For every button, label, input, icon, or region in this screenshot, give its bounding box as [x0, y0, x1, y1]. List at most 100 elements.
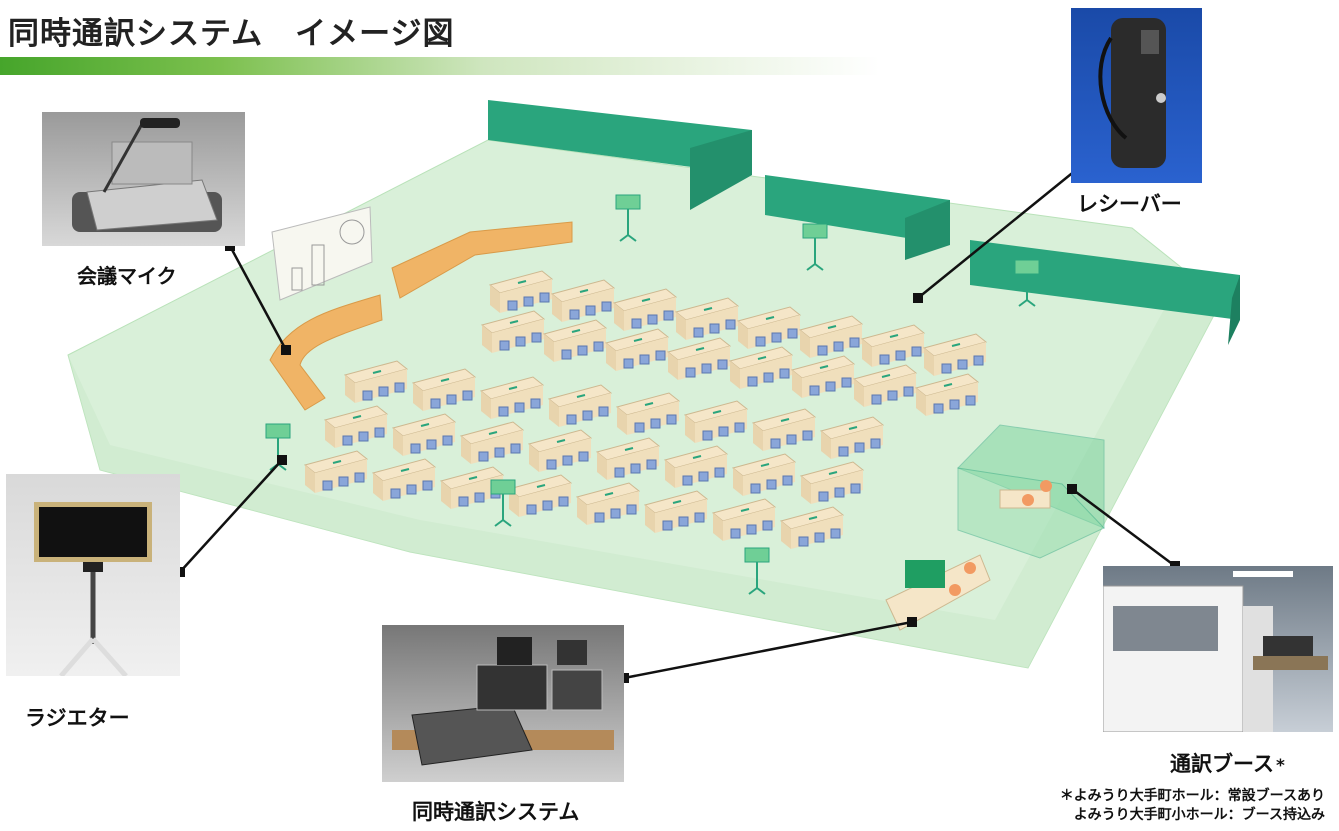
chair	[598, 406, 609, 417]
chair	[814, 532, 825, 543]
monitor-2	[557, 640, 587, 665]
audience-table-unit	[343, 360, 409, 403]
presentation-screen	[271, 206, 373, 301]
chair	[390, 488, 401, 499]
chair	[941, 363, 952, 374]
chair	[817, 345, 828, 356]
audience-table-unit	[612, 288, 678, 331]
table-side	[509, 489, 519, 517]
table-mic	[765, 316, 775, 320]
radiator-stand	[265, 423, 291, 471]
table-side	[730, 361, 740, 389]
audience-table-unit	[303, 450, 369, 493]
table-mic	[828, 471, 838, 475]
chair	[662, 520, 673, 531]
chair	[626, 504, 637, 515]
chair	[718, 426, 729, 437]
audience-table-unit	[459, 421, 525, 464]
radiator-panel-mini	[615, 194, 641, 210]
chair	[682, 475, 693, 486]
chair	[646, 459, 657, 470]
tripod-clamp	[83, 562, 103, 572]
chair	[702, 430, 713, 441]
table-side	[685, 415, 695, 443]
chair	[394, 382, 405, 393]
chair	[630, 463, 641, 474]
connector-node-booth-start	[1067, 484, 1077, 494]
audience-table-unit	[819, 416, 885, 459]
table-mic	[556, 439, 566, 443]
chair	[957, 359, 968, 370]
chair	[499, 340, 510, 351]
chair	[787, 328, 798, 339]
connector-system	[623, 620, 913, 680]
chair	[782, 475, 793, 486]
back-wall-middle	[765, 175, 950, 245]
tripod-leg-left	[59, 637, 95, 676]
audience-table-unit	[480, 310, 546, 353]
radiator-leg	[619, 234, 629, 242]
control-equipment	[905, 560, 945, 588]
radiator-panel-mini	[1014, 259, 1040, 275]
chair	[933, 403, 944, 414]
table-side	[854, 379, 864, 407]
chair	[378, 386, 389, 397]
audience-table-unit	[914, 373, 980, 416]
chair	[849, 337, 860, 348]
chair	[542, 500, 553, 511]
table-mic	[372, 370, 382, 374]
table-mic	[712, 410, 722, 414]
mic-grille	[111, 141, 193, 185]
table-side	[792, 370, 802, 398]
table-side	[738, 321, 748, 349]
audience-table-unit	[663, 445, 729, 488]
conference-microphone-photo	[42, 112, 245, 246]
chair	[750, 483, 761, 494]
operator-figure-1	[964, 562, 976, 574]
chair	[561, 349, 572, 360]
chair	[442, 435, 453, 446]
chair	[510, 443, 521, 454]
audience-table-unit	[507, 474, 573, 517]
interpreter-figure-1	[1040, 480, 1052, 492]
table-mic	[740, 508, 750, 512]
chair	[569, 309, 580, 320]
audience-table-unit	[779, 506, 845, 549]
table-mic	[695, 347, 705, 351]
chair	[342, 435, 353, 446]
chair	[717, 359, 728, 370]
booth-window	[1113, 606, 1218, 651]
table-mic	[760, 463, 770, 467]
back-wall-notch-2	[905, 200, 950, 260]
chair	[523, 296, 534, 307]
audience-tables	[303, 270, 988, 549]
chair	[422, 480, 433, 491]
chair	[601, 301, 612, 312]
label-interpretation-system: 同時通訳システム	[412, 800, 580, 824]
chair	[446, 394, 457, 405]
chair	[562, 455, 573, 466]
title-gradient-bar	[0, 57, 880, 75]
table-side	[393, 428, 403, 456]
table-side	[924, 348, 934, 376]
table-side	[597, 452, 607, 480]
table-mic	[624, 447, 634, 451]
chair	[478, 451, 489, 462]
table-mic	[951, 343, 961, 347]
radiator-stand	[744, 547, 770, 595]
table-mic	[819, 365, 829, 369]
chair	[531, 332, 542, 343]
radiator-photo	[6, 474, 180, 676]
table-mic	[644, 402, 654, 406]
table-side	[800, 330, 810, 358]
chair	[802, 430, 813, 441]
table-side	[862, 339, 872, 367]
chair	[530, 398, 541, 409]
booth-footnote: ＊よみうり大手町ホール：常設ブースあり よみうり大手町小ホール：ブース持込み	[1060, 787, 1325, 825]
chair	[830, 528, 841, 539]
rack-unit-2	[551, 669, 603, 711]
monitor	[497, 637, 532, 665]
chair	[426, 439, 437, 450]
chair	[354, 472, 365, 483]
